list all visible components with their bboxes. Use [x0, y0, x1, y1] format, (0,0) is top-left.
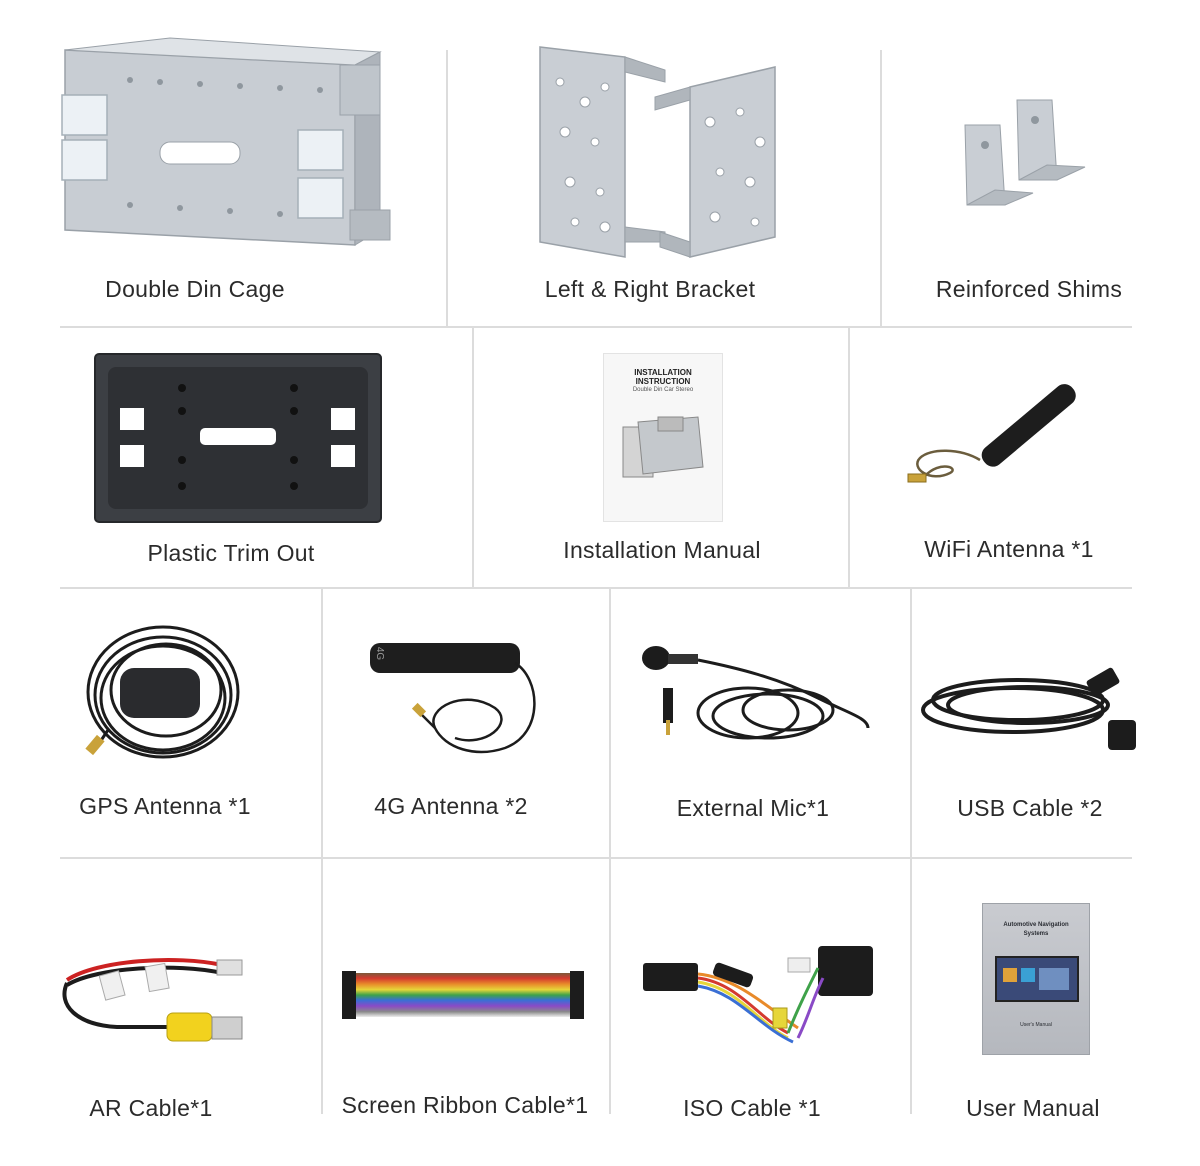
item-label-left-right-bracket: Left & Right Bracket — [544, 276, 756, 302]
plastic-trim-out-image — [94, 353, 382, 523]
divider-r1-a — [446, 50, 448, 326]
item-label-user-manual: User Manual — [966, 1095, 1100, 1121]
item-label-ar-cable: AR Cable*1 — [89, 1095, 213, 1121]
divider-r3-a — [321, 589, 323, 857]
item-label-double-din-cage: Double Din Cage — [105, 276, 285, 302]
user-manual-image: Automotive Navigation Systems User's Man… — [982, 903, 1090, 1055]
item-label-screen-ribbon-cable: Screen Ribbon Cable*1 — [341, 1092, 589, 1118]
divider-row-1 — [60, 326, 1132, 328]
divider-row-3 — [60, 857, 1132, 859]
iso-cable-image — [638, 938, 883, 1048]
user-manual-title-1: Automotive Navigation — [1003, 922, 1069, 928]
double-din-cage-image — [50, 30, 400, 255]
item-label-wifi-antenna: WiFi Antenna *1 — [924, 536, 1094, 562]
reinforced-shims-image — [955, 95, 1090, 215]
ar-cable-image — [57, 945, 272, 1050]
install-manual-title-2: INSTRUCTION — [635, 377, 691, 386]
user-manual-footer: User's Manual — [1020, 1022, 1052, 1028]
gps-antenna-image — [78, 620, 243, 770]
item-label-4g-antenna: 4G Antenna *2 — [374, 793, 528, 819]
item-label-installation-manual: Installation Manual — [563, 537, 761, 563]
item-label-plastic-trim-out: Plastic Trim Out — [147, 540, 315, 566]
user-manual-title-2: Systems — [1023, 931, 1049, 937]
divider-row-2 — [60, 587, 1132, 589]
item-label-reinforced-shims: Reinforced Shims — [935, 276, 1123, 302]
divider-r3-b — [609, 589, 611, 857]
installation-manual-image: INSTALLATION INSTRUCTION Double Din Car … — [603, 353, 723, 522]
install-manual-title-1: INSTALLATION — [634, 368, 692, 377]
divider-r3-c — [910, 589, 912, 857]
left-right-bracket-image — [530, 42, 790, 262]
divider-r2-a — [472, 328, 474, 588]
usb-cable-image — [918, 665, 1143, 760]
wifi-antenna-image — [900, 378, 1085, 503]
divider-r2-b — [848, 328, 850, 588]
user-manual-screen — [995, 956, 1079, 1002]
4g-antenna-image: 4G — [365, 638, 545, 763]
divider-r1-b — [880, 50, 882, 326]
divider-r4-b — [609, 859, 611, 1114]
install-manual-subtitle: Double Din Car Stereo — [632, 387, 694, 393]
item-label-usb-cable: USB Cable *2 — [957, 795, 1103, 821]
screen-ribbon-cable-image — [340, 968, 585, 1023]
item-label-external-mic: External Mic*1 — [676, 795, 830, 821]
item-label-gps-antenna: GPS Antenna *1 — [79, 793, 251, 819]
divider-r4-a — [321, 859, 323, 1114]
item-label-iso-cable: ISO Cable *1 — [683, 1095, 821, 1121]
external-mic-image — [638, 638, 873, 753]
4g-antenna-mark: 4G — [374, 646, 386, 661]
divider-r4-c — [910, 859, 912, 1114]
